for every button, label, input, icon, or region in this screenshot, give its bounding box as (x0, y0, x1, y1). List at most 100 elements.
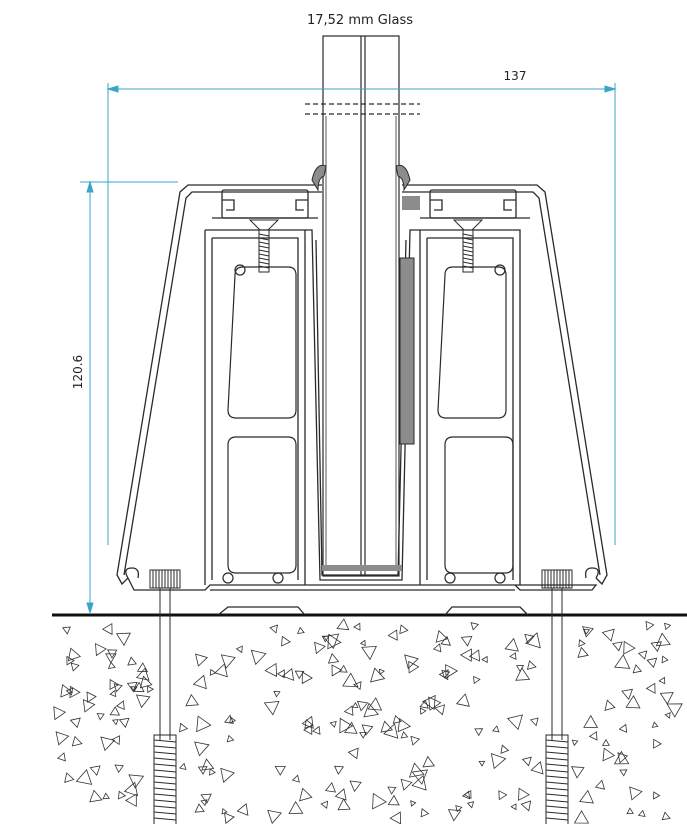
aggregate-mark (629, 786, 643, 801)
aggregate-mark (303, 724, 313, 735)
aggregate-mark (126, 681, 138, 692)
aggregate-mark (651, 721, 659, 728)
aggregate-mark (70, 662, 80, 672)
aggregate-mark (312, 725, 321, 735)
aggregate-mark (410, 735, 421, 746)
aggregate-mark (571, 739, 579, 747)
thread-line (153, 793, 177, 797)
aggregate-mark (111, 735, 121, 746)
thread-line (462, 241, 474, 245)
concrete-substrate (53, 618, 683, 824)
thread-line (258, 245, 270, 249)
aggregate-mark (66, 655, 75, 666)
aggregate-mark (197, 766, 208, 775)
thread-line (545, 805, 569, 809)
aggregate-mark (135, 694, 151, 709)
thread-line (545, 811, 569, 815)
aggregate-mark (57, 752, 66, 762)
aggregate-mark (466, 801, 475, 809)
aggregate-mark (214, 663, 228, 678)
aggregate-mark (420, 808, 430, 818)
aggregate-mark (69, 717, 81, 729)
aggregate-mark (147, 685, 155, 694)
aggregate-mark (530, 761, 544, 775)
aggregate-mark (321, 635, 330, 643)
aggregate-mark (604, 699, 616, 711)
aggregate-mark (132, 681, 145, 693)
thread-line (258, 261, 270, 265)
aggregate-mark (291, 774, 300, 783)
aggregate-mark (224, 714, 235, 724)
aggregate-mark (455, 693, 470, 707)
aggregate-mark (139, 675, 153, 689)
aggregate-mark (201, 758, 215, 771)
aggregate-mark (478, 760, 486, 767)
aggregate-mark (111, 719, 119, 726)
aggregate-mark (105, 653, 117, 664)
thread-line (462, 237, 474, 241)
aggregate-mark (387, 786, 397, 795)
aggregate-mark (128, 774, 145, 789)
aggregate-mark (614, 654, 631, 669)
aggregate-mark (314, 641, 326, 655)
aggregate-mark (195, 653, 209, 667)
left-anchor-bolt (149, 569, 181, 824)
aggregate-mark (664, 622, 672, 631)
aggregate-mark (127, 656, 138, 666)
aggregate-mark (468, 649, 481, 662)
aggregate-mark (570, 766, 585, 779)
aggregate-mark (664, 711, 671, 719)
aggregate-mark (336, 618, 350, 631)
thread-line (545, 751, 569, 755)
aggregate-mark (658, 676, 666, 685)
aggregate-mark (617, 752, 629, 764)
thread-line (153, 811, 177, 815)
aggregate-mark (594, 779, 606, 790)
thread-line (545, 793, 569, 797)
thread-line (545, 739, 569, 743)
aggregate-mark (65, 687, 74, 696)
aggregate-mark (447, 809, 462, 822)
aggregate-mark (577, 646, 589, 658)
aggregate-mark (361, 645, 377, 661)
aggregate-mark (107, 649, 118, 659)
aggregate-mark (383, 723, 399, 739)
aggregate-mark (200, 793, 212, 805)
aggregate-mark (397, 717, 411, 733)
aggregate-mark (408, 762, 425, 778)
aggregate-mark (632, 664, 643, 674)
aggregate-mark (86, 691, 97, 703)
aggregate-mark (209, 768, 216, 776)
aggregate-mark (421, 694, 436, 711)
aggregate-mark (123, 781, 139, 797)
aggregate-mark (220, 767, 235, 783)
aggregate-mark (573, 810, 590, 824)
aggregate-mark (113, 683, 123, 693)
aggregate-mark (192, 674, 207, 690)
aggregate-mark (410, 800, 417, 807)
aggregate-mark (130, 686, 138, 693)
thread-line (153, 817, 177, 821)
thread-line (545, 757, 569, 761)
aggregate-mark (276, 669, 285, 679)
aggregate-mark (224, 812, 235, 824)
thread-line (153, 739, 177, 743)
thread-line (545, 799, 569, 803)
aluminium-base-profile (116, 184, 608, 616)
aggregate-mark (583, 714, 599, 728)
aggregate-mark (601, 628, 615, 642)
aggregate-mark (372, 792, 388, 810)
aggregate-mark (107, 661, 116, 670)
aggregate-mark (387, 629, 398, 641)
aggregate-mark (387, 794, 400, 806)
aggregate-mark (504, 637, 519, 652)
aggregate-mark (378, 668, 385, 676)
aggregate-mark (490, 752, 507, 770)
aggregate-mark (109, 678, 120, 690)
glass-panel (305, 35, 420, 577)
thread-line (153, 775, 177, 779)
aggregate-mark (380, 720, 394, 733)
aggregate-mark (109, 706, 121, 716)
aggregate-mark (612, 641, 623, 652)
